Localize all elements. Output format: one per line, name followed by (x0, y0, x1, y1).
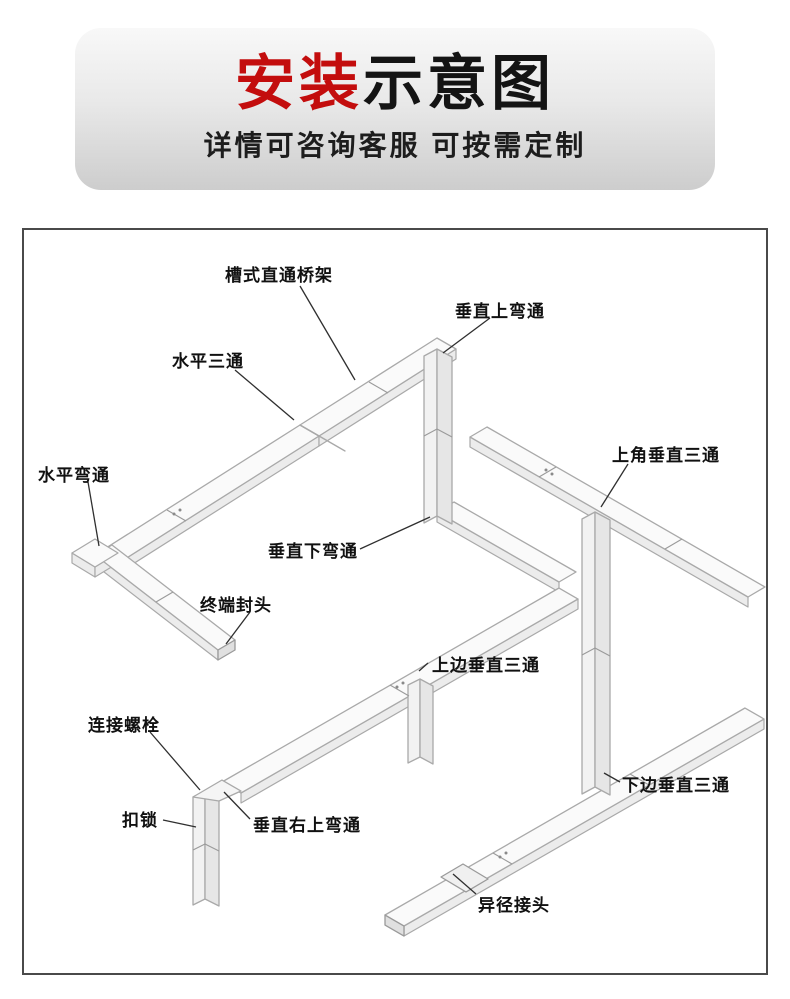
label-bottom-edge-vertical-tee: 下边垂直三通 (622, 776, 730, 795)
title-rest: 示意图 (363, 50, 555, 117)
title-highlight: 安装 (235, 50, 363, 117)
label-upper-corner-vertical-tee: 上角垂直三通 (612, 446, 720, 465)
label-trough-straight-tray: 槽式直通桥架 (225, 266, 333, 285)
page-title: 安装示意图 (235, 54, 555, 114)
label-horizontal-elbow: 水平弯通 (38, 466, 110, 485)
label-horizontal-tee: 水平三通 (172, 352, 244, 371)
label-buckle-lock: 扣锁 (122, 811, 158, 830)
label-vertical-down-elbow: 垂直下弯通 (268, 542, 358, 561)
header-banner: 安装示意图 详情可咨询客服 可按需定制 (75, 28, 715, 190)
label-vertical-right-up-elbow: 垂直右上弯通 (253, 816, 361, 835)
label-end-cap: 终端封头 (200, 596, 272, 615)
page-subtitle: 详情可咨询客服 可按需定制 (203, 130, 587, 161)
label-vertical-up-elbow: 垂直上弯通 (455, 302, 545, 321)
label-connecting-bolt: 连接螺栓 (88, 716, 160, 735)
diagram-frame (22, 228, 768, 975)
label-top-edge-vertical-tee: 上边垂直三通 (432, 656, 540, 675)
label-reducer-joint: 异径接头 (478, 896, 550, 915)
